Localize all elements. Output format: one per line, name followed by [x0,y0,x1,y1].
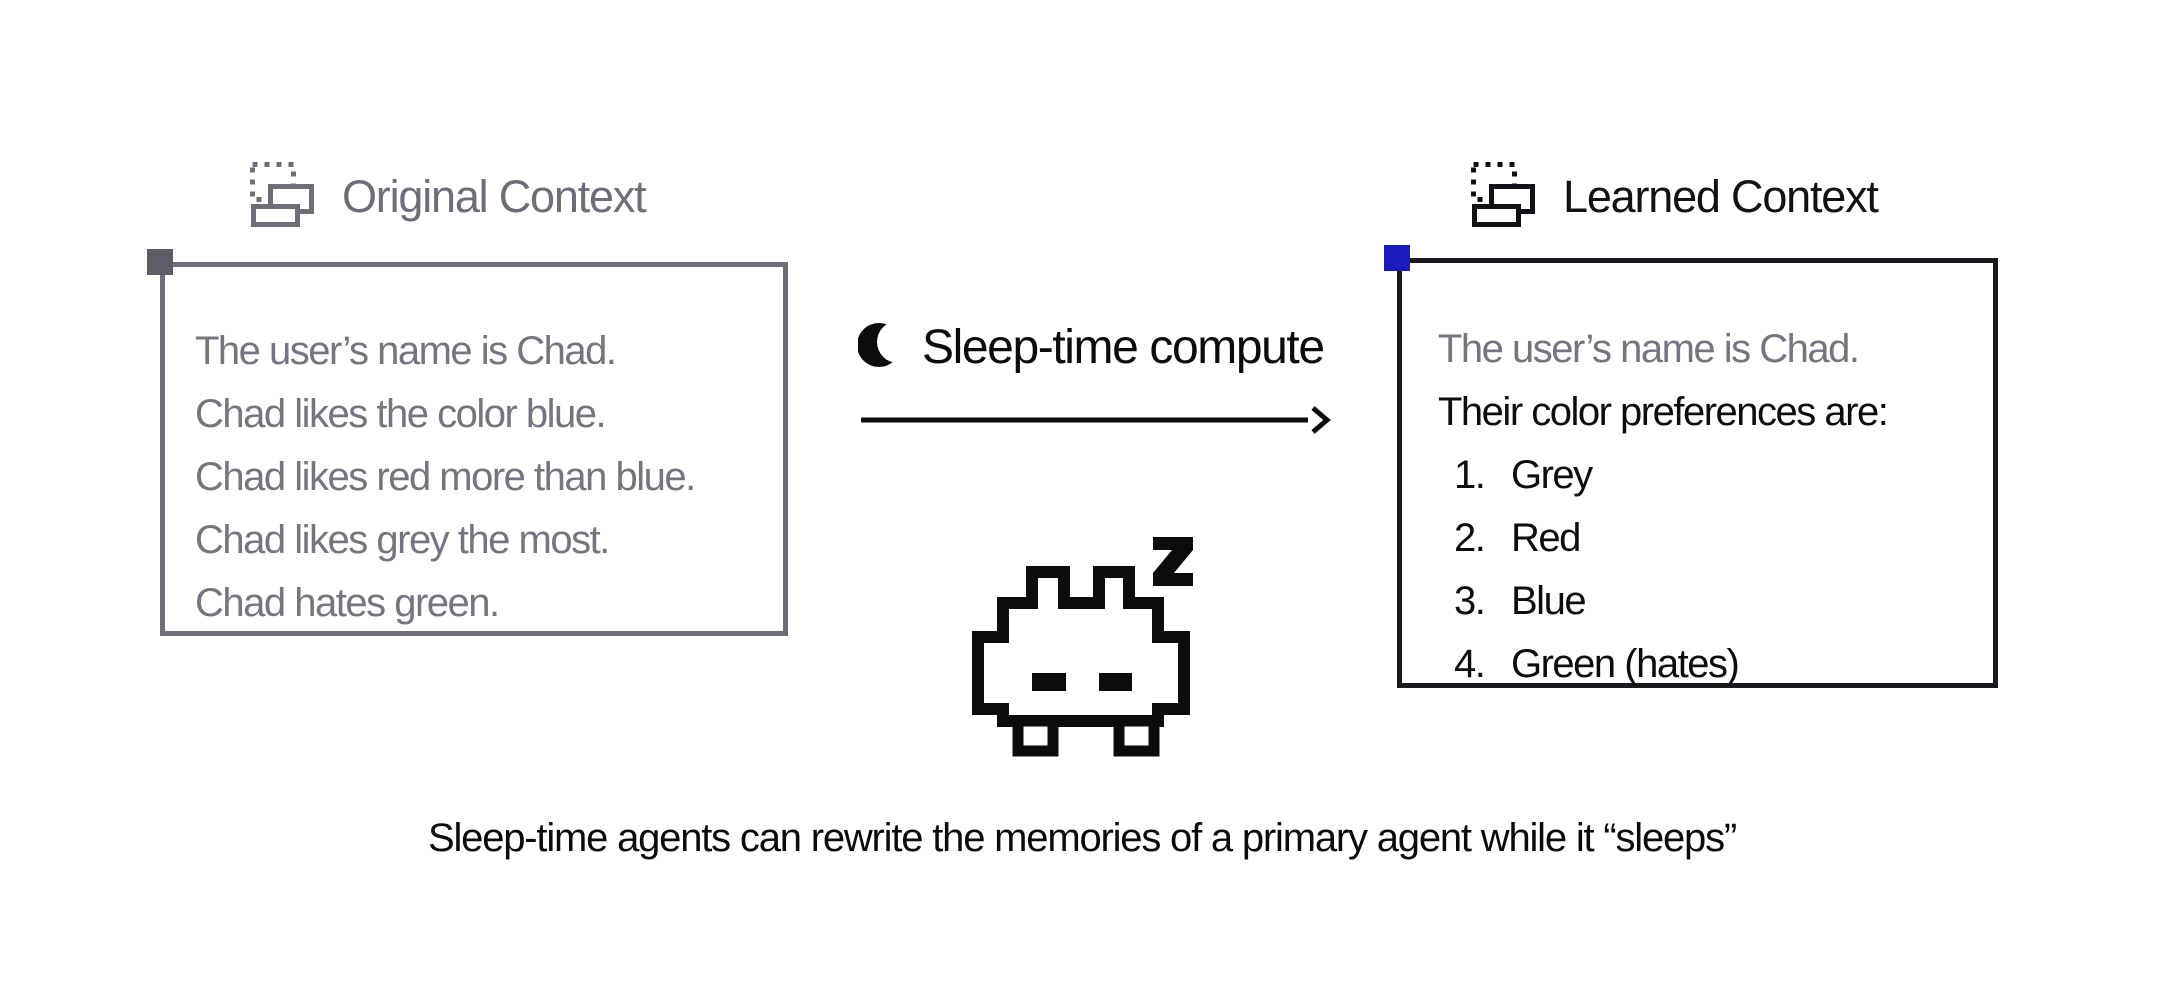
preference-label: Red [1511,516,1581,560]
memory-line: Chad likes grey the most. [195,518,610,562]
memory-heading: Their color preferences are: [1438,390,1889,434]
selection-handle[interactable] [147,249,173,275]
sleeping-pixel-robot-icon [970,532,1196,769]
memory-line: Chad likes red more than blue. [195,455,696,499]
overlapping-frames-icon [1471,161,1537,233]
crescent-moon-icon [857,320,919,375]
preference-number: 4. [1454,642,1486,686]
sleep-time-compute-label: Sleep-time compute [922,321,1325,374]
diagram-caption: Sleep-time agents can rewrite the memori… [427,816,1737,860]
memory-line: The user’s name is Chad. [1438,327,1860,371]
memory-line: The user’s name is Chad. [195,329,617,373]
original-context-header: Original Context [250,160,647,234]
preference-item: 2. Red [1438,507,1975,570]
preference-number: 3. [1454,579,1486,623]
memory-line: Chad likes the color blue. [195,392,607,436]
learned-context-box: The user’s name is Chad. Their color pre… [1384,245,1998,688]
learned-context-title: Learned Context [1563,171,1879,222]
preference-item: 4. Green (hates) [1438,633,1975,696]
preference-label: Green (hates) [1511,642,1740,686]
preference-item: 3. Blue [1438,570,1975,633]
selection-handle[interactable] [1384,245,1410,271]
overlapping-frames-icon [250,161,316,233]
preference-number: 2. [1454,516,1486,560]
original-context-title: Original Context [342,171,647,222]
preference-number: 1. [1454,453,1486,497]
learned-context-header: Learned Context [1471,160,1879,234]
right-arrow [858,404,1333,441]
preference-label: Blue [1511,579,1587,623]
memory-line: Chad hates green. [195,581,500,625]
preference-item: 1. Grey [1438,444,1975,507]
preference-label: Grey [1511,453,1593,497]
sleep-time-compute-row: Sleep-time compute [857,320,1325,375]
original-context-box: The user’s name is Chad. Chad likes the … [147,249,788,636]
